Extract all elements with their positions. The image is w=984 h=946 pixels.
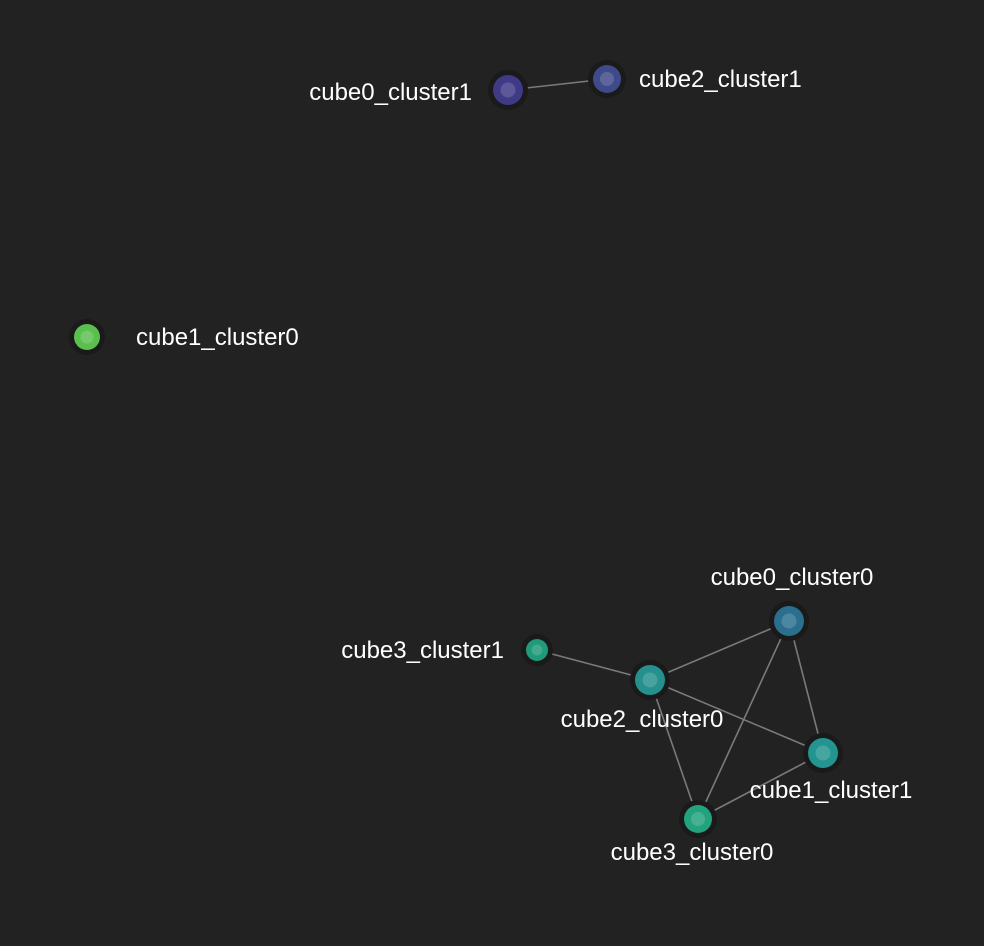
node-cube1_cluster1[interactable] [803, 733, 843, 773]
node-core [815, 745, 831, 761]
edge-cube2_cluster0-cube3_cluster0 [649, 679, 699, 820]
node-label-cube2_cluster0: cube2_cluster0 [561, 706, 724, 733]
node-label-cube1_cluster1: cube1_cluster1 [750, 777, 913, 804]
node-label-cube3_cluster0: cube3_cluster0 [611, 839, 774, 866]
node-label-cube0_cluster1: cube0_cluster1 [309, 79, 472, 106]
node-cube2_cluster0[interactable] [630, 660, 670, 700]
node-core [691, 812, 705, 826]
edge-cube0_cluster0-cube3_cluster0 [697, 620, 790, 820]
edge-cube2_cluster0-cube0_cluster0 [649, 620, 790, 681]
node-label-cube2_cluster1: cube2_cluster1 [639, 66, 802, 93]
edge-cube2_cluster0-cube1_cluster1 [649, 679, 824, 754]
node-cube0_cluster1[interactable] [488, 70, 528, 110]
node-circle[interactable] [774, 606, 804, 636]
node-label-cube1_cluster0: cube1_cluster0 [136, 324, 299, 351]
node-circle[interactable] [526, 639, 548, 661]
node-cube0_cluster0[interactable] [769, 601, 809, 641]
node-circle[interactable] [493, 75, 523, 105]
node-core [500, 82, 516, 98]
node-circle[interactable] [684, 805, 712, 833]
node-label-cube3_cluster1: cube3_cluster1 [341, 637, 504, 664]
node-core [642, 672, 658, 688]
node-core [781, 613, 797, 629]
node-cube3_cluster0[interactable] [679, 800, 717, 838]
edges-layer [507, 78, 824, 820]
node-circle[interactable] [635, 665, 665, 695]
node-cube2_cluster1[interactable] [588, 60, 626, 98]
nodes-layer [69, 60, 843, 838]
labels-layer: cube0_cluster1 cube2_cluster1 cube1_cluste… [136, 66, 912, 866]
node-circle[interactable] [593, 65, 621, 93]
node-core [531, 644, 543, 656]
node-cube3_cluster1[interactable] [521, 634, 553, 666]
node-circle[interactable] [808, 738, 838, 768]
node-cube1_cluster0[interactable] [69, 319, 105, 355]
node-circle[interactable] [74, 324, 100, 350]
edge-cube0_cluster0-cube1_cluster1 [788, 620, 824, 754]
node-core [80, 330, 94, 344]
edge-cube1_cluster1-cube3_cluster0 [697, 752, 824, 820]
node-core [600, 72, 614, 86]
node-label-cube0_cluster0: cube0_cluster0 [711, 564, 874, 591]
